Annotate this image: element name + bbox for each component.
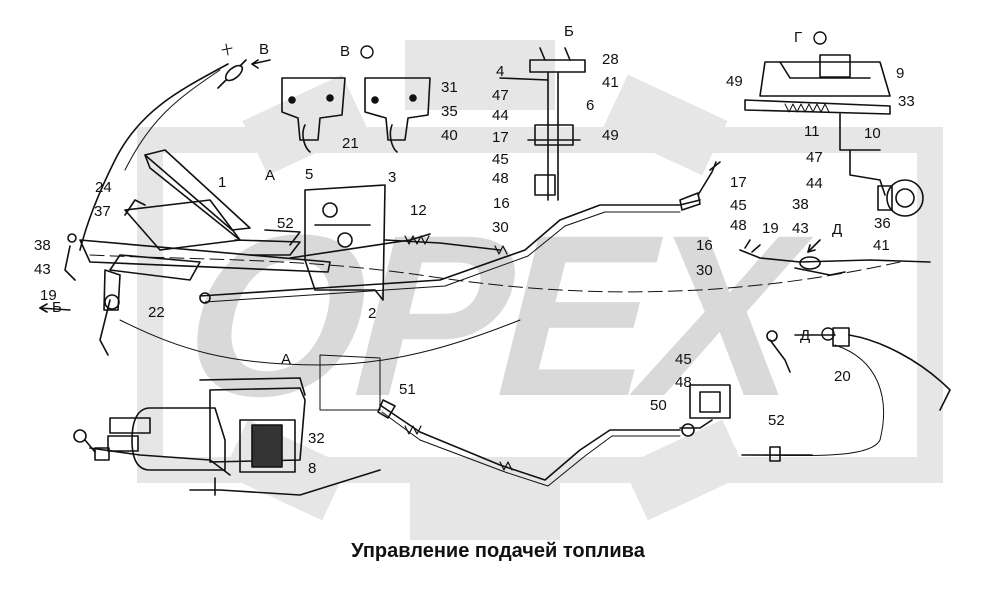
callout-label: 43 (792, 220, 809, 237)
callout-label: 3 (388, 169, 397, 186)
arrow-d (807, 239, 821, 253)
callout-label: 4 (496, 63, 505, 80)
view-v-detail (281, 77, 431, 153)
pedal-bracket (304, 184, 386, 301)
callout-label: 33 (898, 93, 915, 110)
return-spring (404, 235, 430, 245)
callout-label: 30 (492, 219, 509, 236)
callout-label: 51 (399, 381, 416, 398)
callout-label: 35 (441, 103, 458, 120)
callout-label: 38 (34, 237, 51, 254)
callout-label: 52 (277, 215, 294, 232)
callout-label: 43 (34, 261, 51, 278)
gear-tooth (622, 419, 748, 521)
callout-label: 37 (94, 203, 111, 220)
callout-label: 45 (730, 197, 747, 214)
callout-label: 38 (792, 196, 809, 213)
lower-bracket (679, 384, 731, 437)
callout-label: 40 (441, 127, 458, 144)
view-label-v-arrow: В (259, 41, 270, 58)
callout-label: 49 (726, 73, 743, 90)
gear-tooth (602, 74, 728, 176)
callout-label: 17 (730, 174, 747, 191)
accelerator-pedal (79, 149, 331, 356)
callout-label: 47 (492, 87, 509, 104)
view-label-d: Д (800, 327, 811, 344)
callout-label: 16 (493, 195, 510, 212)
callout-label: 28 (602, 51, 619, 68)
callout-label: 32 (308, 430, 325, 447)
callout-label: 49 (602, 127, 619, 144)
throttle-rod (199, 199, 701, 297)
callout-label: 6 (586, 97, 595, 114)
callout-label: 1 (218, 174, 227, 191)
callout-label: 21 (342, 135, 359, 152)
link-rod (289, 233, 431, 259)
rod-end (697, 161, 721, 196)
view-label-v: В (340, 43, 351, 60)
callout-label: 45 (675, 351, 692, 368)
view-b-detail (499, 47, 586, 201)
callout-label: 24 (95, 179, 112, 196)
callout-label: 50 (650, 397, 667, 414)
view-a-detail (73, 377, 381, 496)
dashed-cable (89, 254, 901, 293)
callout-label: 48 (730, 217, 747, 234)
right-lever (739, 239, 931, 276)
callout-label: 17 (492, 129, 509, 146)
callout-label: 22 (148, 304, 165, 321)
callout-label: 2 (368, 305, 377, 322)
callout-label: 19 (762, 220, 779, 237)
callout-label: 19 (40, 287, 57, 304)
callout-label: 5 (305, 166, 314, 183)
figure-caption: Управление подачей топлива (351, 540, 645, 562)
view-d-circle (821, 327, 835, 341)
callout-label: 8 (308, 460, 317, 477)
callout-label: 10 (864, 125, 881, 142)
callout-label: 41 (602, 74, 619, 91)
callout-label: 41 (873, 237, 890, 254)
view-label-d-arrow: Д (832, 221, 843, 238)
view-label-b: Б (564, 23, 574, 40)
callout-label: 52 (768, 412, 785, 429)
callout-label: 30 (696, 262, 713, 279)
callout-label: 48 (492, 170, 509, 187)
view-g-detail (744, 54, 924, 217)
view-label-g: Г (794, 29, 803, 46)
hand-throttle-cable (79, 63, 229, 251)
view-g-circle (813, 31, 827, 45)
callout-label: 9 (896, 65, 905, 82)
callout-label: 48 (675, 374, 692, 391)
hand-throttle-knob (217, 43, 247, 89)
callout-label: 11 (804, 123, 820, 140)
lower-rod (379, 404, 681, 481)
view-d-cable (741, 327, 951, 462)
view-v-circle (360, 45, 374, 59)
callout-label: 45 (492, 151, 509, 168)
callout-label: 36 (874, 215, 891, 232)
arrow-v (251, 59, 271, 65)
callout-label: 12 (410, 202, 427, 219)
arrow-b (39, 307, 71, 311)
callout-label: 44 (492, 107, 509, 124)
callout-label: 16 (696, 237, 713, 254)
view-label-a-detail: А (281, 351, 292, 368)
view-label-b-arrow: Б (52, 299, 62, 316)
callout-label: 20 (834, 368, 851, 385)
callout-label: 31 (441, 79, 458, 96)
gear-tooth (405, 40, 555, 110)
view-label-a-main: А (265, 167, 276, 184)
callout-label: 44 (806, 175, 823, 192)
callout-label: 47 (806, 149, 823, 166)
